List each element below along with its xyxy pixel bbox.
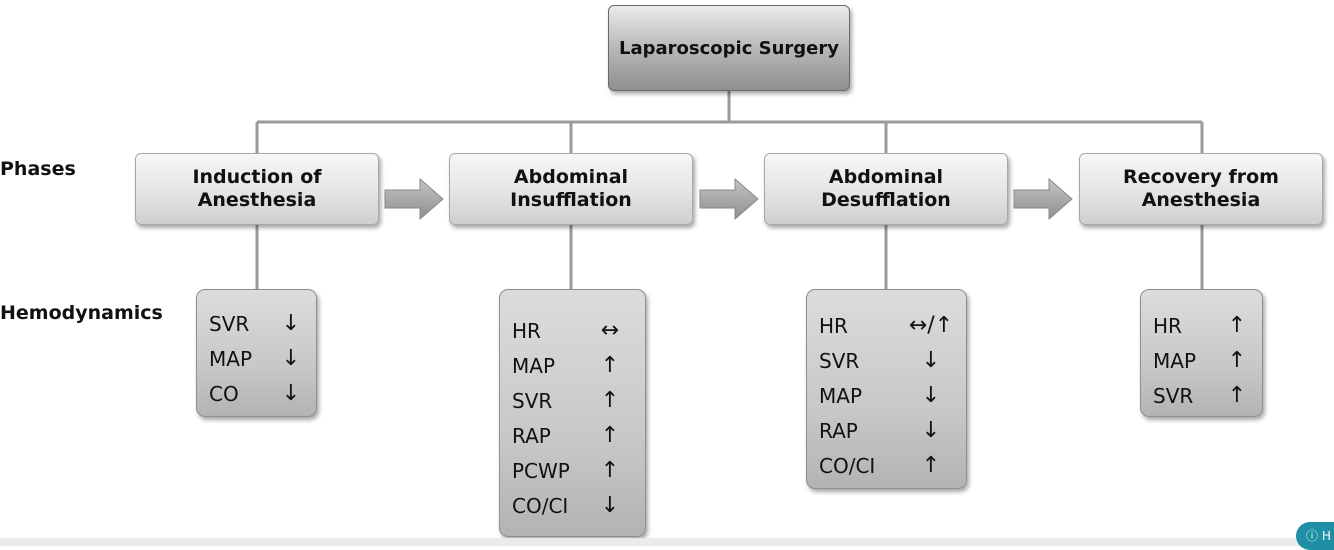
hemo-change-arrow: ↑	[600, 353, 620, 378]
help-circle-icon: ⓘ	[1306, 529, 1319, 543]
hemo-row: PCWP ↑	[512, 453, 635, 488]
hemo-change-arrow: ↓	[921, 348, 941, 373]
hemo-change-arrow: ↔/↑	[908, 313, 954, 338]
hemo-change-arrow: ↑	[1227, 383, 1247, 408]
hemo-row: CO/CI ↓	[512, 488, 635, 523]
hemo-row: HR ↑	[1153, 308, 1252, 343]
hemo-change-arrow: ↓	[921, 418, 941, 443]
hemo-param: MAP	[819, 383, 862, 408]
phase-node-recovery: Recovery from Anesthesia	[1079, 153, 1323, 225]
hemo-param: PCWP	[512, 458, 570, 483]
flow-arrow-3	[1013, 177, 1073, 221]
hemo-row: MAP ↓	[819, 378, 956, 413]
hemo-param: SVR	[819, 348, 860, 373]
hemo-change-arrow: ↑	[921, 453, 941, 478]
hemo-row: MAP ↑	[512, 348, 635, 383]
hemodynamics-box-recovery: HR ↑ MAP ↑ SVR ↑	[1140, 289, 1263, 417]
hemo-row: MAP ↑	[1153, 343, 1252, 378]
phase-node-desufflation: Abdominal Desufflation	[764, 153, 1008, 225]
hemo-param: CO	[209, 381, 239, 406]
help-button[interactable]: ⓘ H	[1296, 522, 1334, 550]
hemo-param: MAP	[512, 353, 555, 378]
hemo-change-arrow: ↑	[600, 423, 620, 448]
hemo-change-arrow: ↑	[600, 458, 620, 483]
hemo-row: RAP ↑	[512, 418, 635, 453]
hemo-row: SVR ↑	[512, 383, 635, 418]
root-node-laparoscopic-surgery: Laparoscopic Surgery	[608, 5, 850, 91]
hemo-row: MAP ↓	[209, 341, 306, 376]
hemodynamics-row-label: Hemodynamics	[0, 302, 163, 324]
flow-arrow-1	[384, 177, 444, 221]
hemo-param: SVR	[512, 388, 553, 413]
hemo-param: CO/CI	[819, 453, 876, 478]
flow-arrow-2	[699, 177, 759, 221]
help-button-label: H	[1321, 529, 1331, 543]
hemo-param: RAP	[819, 418, 858, 443]
hemo-change-arrow: ↓	[921, 383, 941, 408]
hemo-param: HR	[1153, 313, 1182, 338]
hemo-param: MAP	[1153, 348, 1196, 373]
hemo-row: SVR ↓	[209, 306, 306, 341]
hemo-row: RAP ↓	[819, 413, 956, 448]
hemo-change-arrow: ↓	[281, 346, 301, 371]
phases-row-label: Phases	[0, 158, 76, 180]
hemo-param: SVR	[209, 311, 250, 336]
hemo-param: MAP	[209, 346, 252, 371]
phase-node-induction: Induction of Anesthesia	[135, 153, 379, 225]
hemo-param: HR	[819, 313, 848, 338]
hemo-change-arrow: ↔	[600, 318, 620, 343]
hemo-row: SVR ↓	[819, 343, 956, 378]
hemo-param: RAP	[512, 423, 551, 448]
hemo-row: HR ↔	[512, 313, 635, 348]
hemo-row: CO ↓	[209, 376, 306, 411]
hemo-change-arrow: ↓	[600, 493, 620, 518]
bottom-scroll-bar	[0, 538, 1334, 546]
hemodynamics-box-desufflation: HR ↔/↑ SVR ↓ MAP ↓ RAP ↓ CO/CI ↑	[806, 289, 967, 489]
hemo-change-arrow: ↑	[1227, 348, 1247, 373]
hemo-change-arrow: ↓	[281, 311, 301, 336]
hemo-change-arrow: ↑	[1227, 313, 1247, 338]
hemo-change-arrow: ↓	[281, 381, 301, 406]
hemo-row: CO/CI ↑	[819, 448, 956, 483]
hemo-row: HR ↔/↑	[819, 308, 956, 343]
hemo-row: SVR ↑	[1153, 378, 1252, 413]
phase-node-insufflation: Abdominal Insufflation	[449, 153, 693, 225]
hemo-param: HR	[512, 318, 541, 343]
hemo-change-arrow: ↑	[600, 388, 620, 413]
hemo-param: CO/CI	[512, 493, 569, 518]
hemodynamics-box-insufflation: HR ↔ MAP ↑ SVR ↑ RAP ↑ PCWP ↑ CO/CI ↓	[499, 289, 646, 537]
hemodynamics-box-induction: SVR ↓ MAP ↓ CO ↓	[196, 289, 317, 417]
hemo-param: SVR	[1153, 383, 1194, 408]
